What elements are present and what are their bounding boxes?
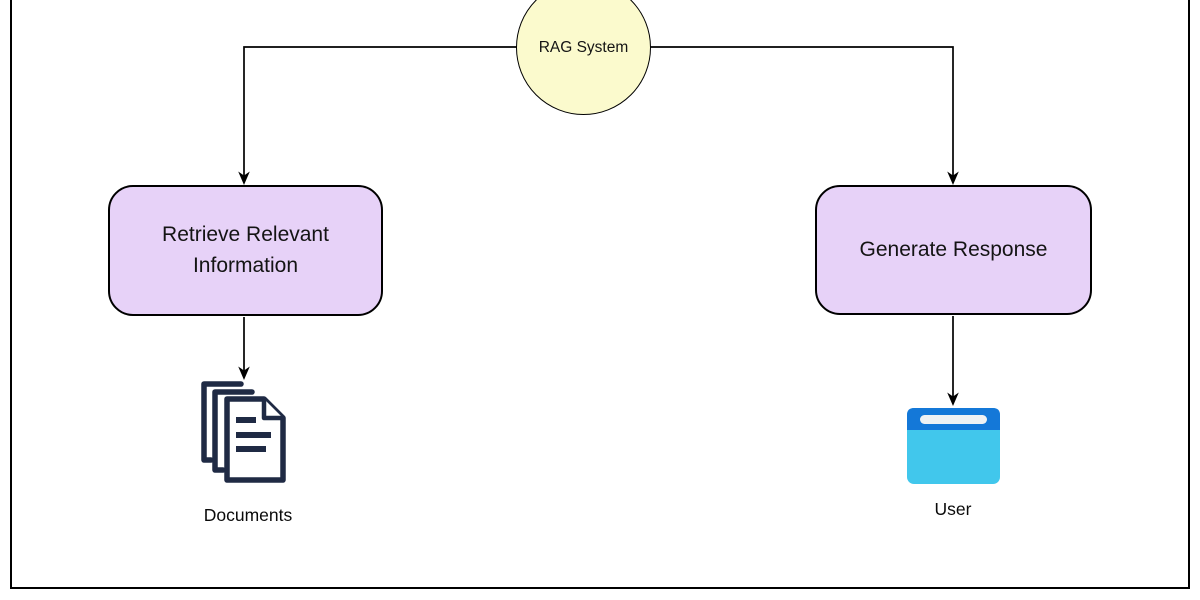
browser-window-icon (907, 408, 1000, 489)
node-rag-system-label: RAG System (538, 38, 629, 56)
diagram-border-frame (10, 0, 1190, 589)
documents-stack-icon (198, 378, 290, 489)
user-label: User (934, 499, 972, 519)
edge-rag-to-retrieve (243, 46, 517, 176)
node-retrieve-relevant-information: Retrieve Relevant Information (108, 185, 383, 316)
node-retrieve-label: Retrieve Relevant Information (162, 223, 329, 277)
documents-label: Documents (203, 505, 293, 525)
edge-rag-to-generate (650, 46, 954, 176)
node-rag-system: RAG System (516, 0, 651, 115)
arrowhead-user (947, 392, 959, 406)
node-generate-response: Generate Response (815, 185, 1092, 315)
arrowhead-generate (947, 171, 959, 185)
node-generate-label: Generate Response (859, 237, 1048, 261)
arrowhead-documents (238, 366, 250, 380)
arrowhead-retrieve (238, 171, 250, 185)
